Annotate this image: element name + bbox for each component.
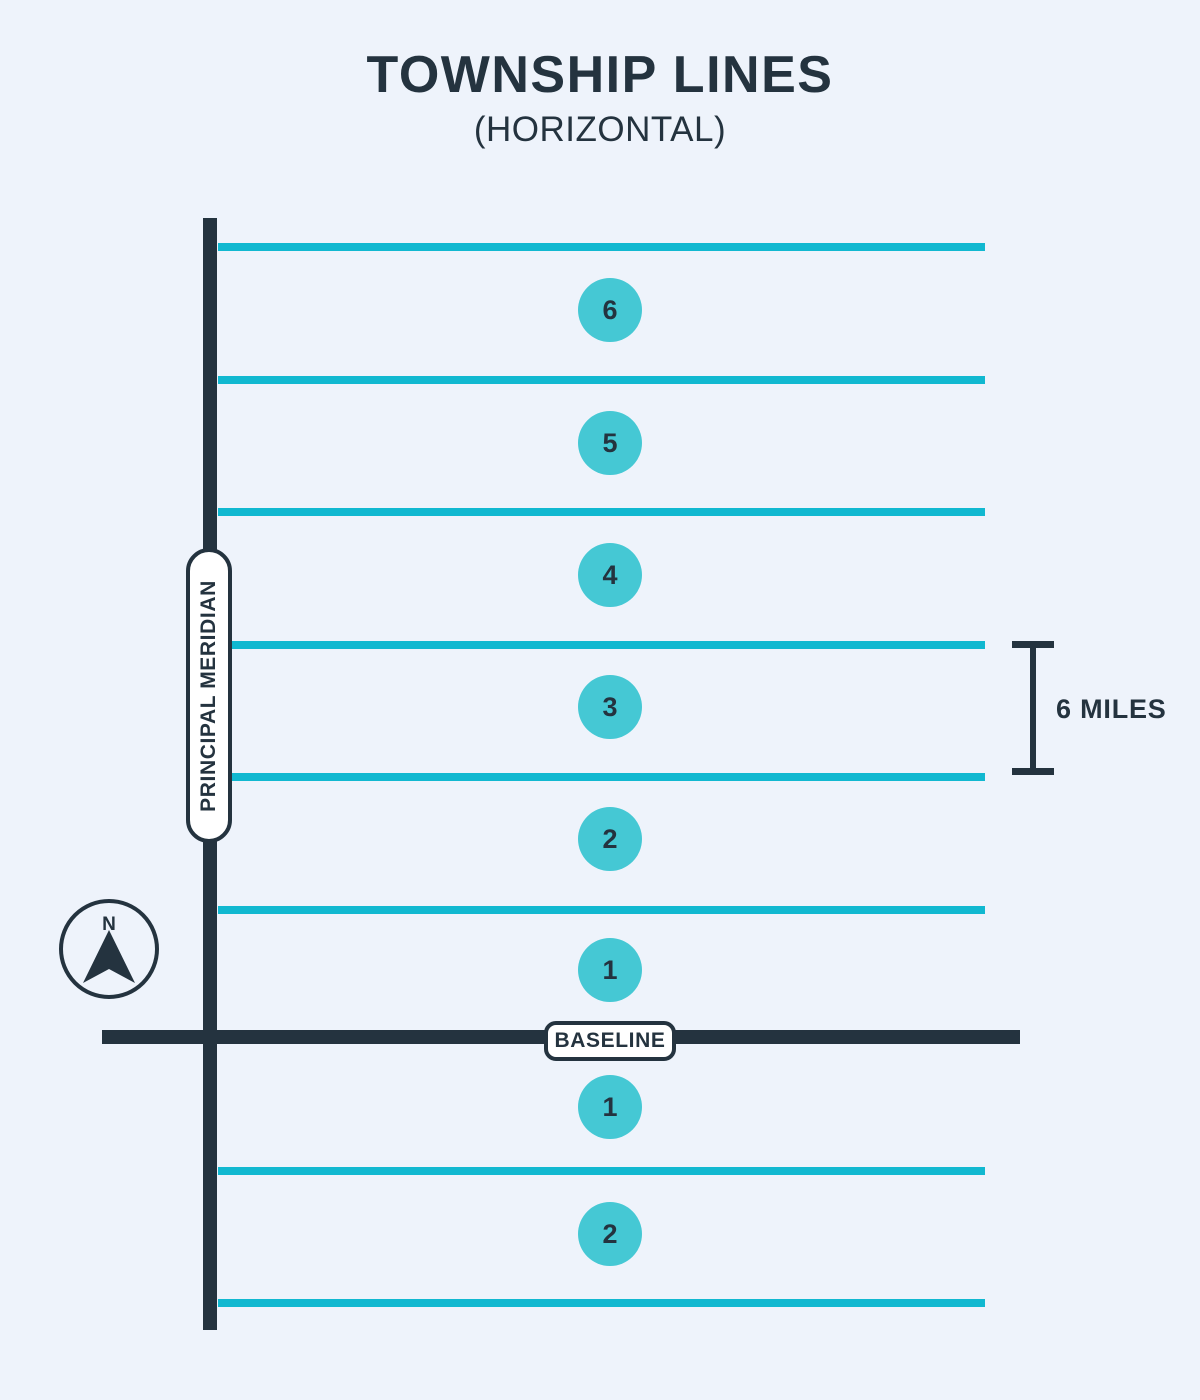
measure-label: 6 MILES — [1056, 694, 1167, 724]
svg-text:N: N — [102, 914, 116, 935]
township-marker-north-1: 1 — [578, 938, 642, 1002]
township-line — [218, 243, 985, 251]
measure-cap-bottom — [1012, 768, 1054, 775]
township-marker-north-6: 6 — [578, 278, 642, 342]
page-subtitle: (HORIZONTAL) — [473, 109, 727, 149]
township-line — [218, 376, 985, 384]
township-marker-north-4: 4 — [578, 543, 642, 607]
township-marker-north-3: 3 — [578, 675, 642, 739]
principal-meridian-label-text: PRINCIPAL MERIDIAN — [197, 579, 221, 812]
township-line — [218, 1299, 985, 1307]
township-line — [218, 508, 985, 516]
compass-rose-icon: N — [57, 897, 161, 1001]
title-block: TOWNSHIP LINES (HORIZONTAL) — [0, 48, 1200, 148]
township-line — [218, 1167, 985, 1175]
township-marker-north-5: 5 — [578, 411, 642, 475]
measure-bracket — [1012, 641, 1054, 775]
township-line — [218, 641, 985, 649]
township-line — [218, 906, 985, 914]
township-marker-south-2: 2 — [578, 1202, 642, 1266]
measure-stem — [1030, 641, 1036, 775]
township-marker-south-1: 1 — [578, 1075, 642, 1139]
principal-meridian-label: PRINCIPAL MERIDIAN — [186, 548, 232, 843]
township-marker-north-2: 2 — [578, 807, 642, 871]
township-line — [218, 773, 985, 781]
page-title: TOWNSHIP LINES — [366, 46, 834, 104]
baseline-label: BASELINE — [544, 1021, 676, 1061]
